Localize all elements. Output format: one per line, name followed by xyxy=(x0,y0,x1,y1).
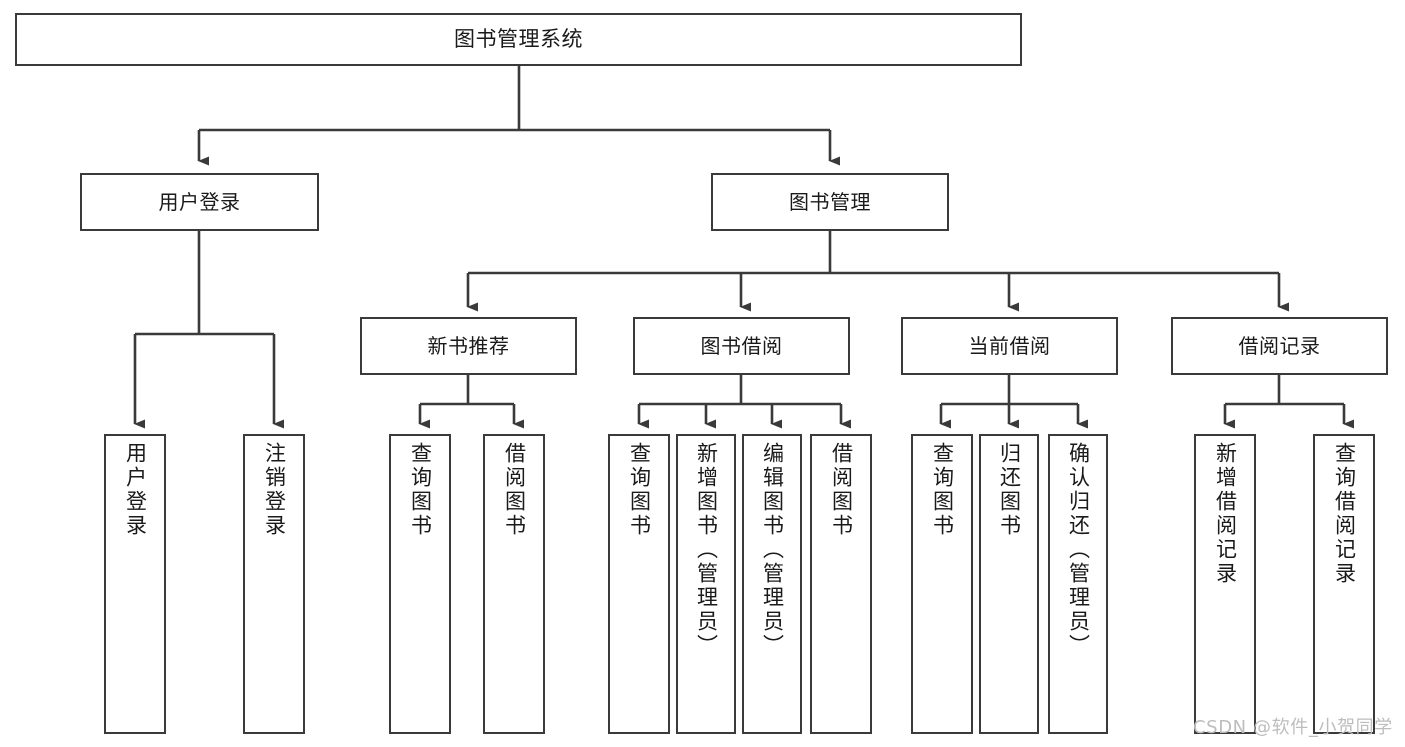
node-leaf-user-login[interactable]: 用户登录 xyxy=(104,434,166,734)
node-book-borrow[interactable]: 图书借阅 xyxy=(633,317,850,375)
node-leaf-confirm-return-admin-label: 确认归还（管理员） xyxy=(1066,442,1091,658)
node-leaf-edit-book-admin[interactable]: 编辑图书（管理员） xyxy=(742,434,802,734)
edges-bookmanage-to-level3 xyxy=(466,231,1289,312)
node-leaf-borrow-book-2[interactable]: 借阅图书 xyxy=(810,434,872,734)
node-leaf-query-book-3[interactable]: 查询图书 xyxy=(911,434,973,734)
edges-root-to-level2 xyxy=(197,66,840,166)
node-leaf-add-borrow-record-label: 新增借阅记录 xyxy=(1213,442,1238,586)
node-leaf-logout-login-label: 注销登录 xyxy=(262,442,287,538)
node-leaf-query-book-2[interactable]: 查询图书 xyxy=(608,434,670,734)
node-leaf-add-borrow-record[interactable]: 新增借阅记录 xyxy=(1194,434,1256,734)
node-borrow-record-label: 借阅记录 xyxy=(1238,333,1321,358)
edges-newbook-to-leaves xyxy=(418,375,524,429)
edges-bookborrow-to-leaves xyxy=(637,375,851,429)
node-new-book-recommend-label: 新书推荐 xyxy=(427,333,510,358)
node-book-borrow-label: 图书借阅 xyxy=(700,333,783,358)
node-leaf-query-book-1-label: 查询图书 xyxy=(408,442,433,538)
node-leaf-query-borrow-record[interactable]: 查询借阅记录 xyxy=(1313,434,1375,734)
node-leaf-query-book-2-label: 查询图书 xyxy=(627,442,652,538)
node-current-borrow-label: 当前借阅 xyxy=(968,333,1051,358)
node-current-borrow[interactable]: 当前借阅 xyxy=(901,317,1118,375)
node-leaf-borrow-book-1[interactable]: 借阅图书 xyxy=(483,434,545,734)
csdn-watermark: CSDN @软件_小贺同学 xyxy=(1193,717,1393,738)
edges-borrowrecord-to-leaves xyxy=(1223,375,1354,429)
node-leaf-add-book-admin[interactable]: 新增图书（管理员） xyxy=(676,434,736,734)
node-book-manage-label: 图书管理 xyxy=(789,189,871,214)
node-root-system[interactable]: 图书管理系统 xyxy=(15,13,1022,66)
node-leaf-user-login-label: 用户登录 xyxy=(123,442,148,538)
node-book-manage[interactable]: 图书管理 xyxy=(711,173,949,231)
node-leaf-logout-login[interactable]: 注销登录 xyxy=(243,434,305,734)
node-user-login[interactable]: 用户登录 xyxy=(80,173,319,231)
node-new-book-recommend[interactable]: 新书推荐 xyxy=(360,317,577,375)
node-root-label: 图书管理系统 xyxy=(454,26,583,51)
node-leaf-return-book-label: 归还图书 xyxy=(997,442,1022,538)
node-user-login-label: 用户登录 xyxy=(158,189,241,214)
node-leaf-add-book-admin-label: 新增图书（管理员） xyxy=(694,442,719,658)
edges-userlogin-to-leaves xyxy=(133,231,284,429)
node-leaf-query-book-3-label: 查询图书 xyxy=(930,442,955,538)
node-leaf-query-book-1[interactable]: 查询图书 xyxy=(389,434,451,734)
node-borrow-record[interactable]: 借阅记录 xyxy=(1171,317,1388,375)
node-leaf-confirm-return-admin[interactable]: 确认归还（管理员） xyxy=(1048,434,1108,734)
edges-currentborrow-to-leaves xyxy=(939,375,1088,429)
node-leaf-edit-book-admin-label: 编辑图书（管理员） xyxy=(760,442,785,658)
node-leaf-borrow-book-1-label: 借阅图书 xyxy=(502,442,527,538)
node-leaf-query-borrow-record-label: 查询借阅记录 xyxy=(1332,442,1357,586)
node-leaf-borrow-book-2-label: 借阅图书 xyxy=(829,442,854,538)
node-leaf-return-book[interactable]: 归还图书 xyxy=(979,434,1039,734)
